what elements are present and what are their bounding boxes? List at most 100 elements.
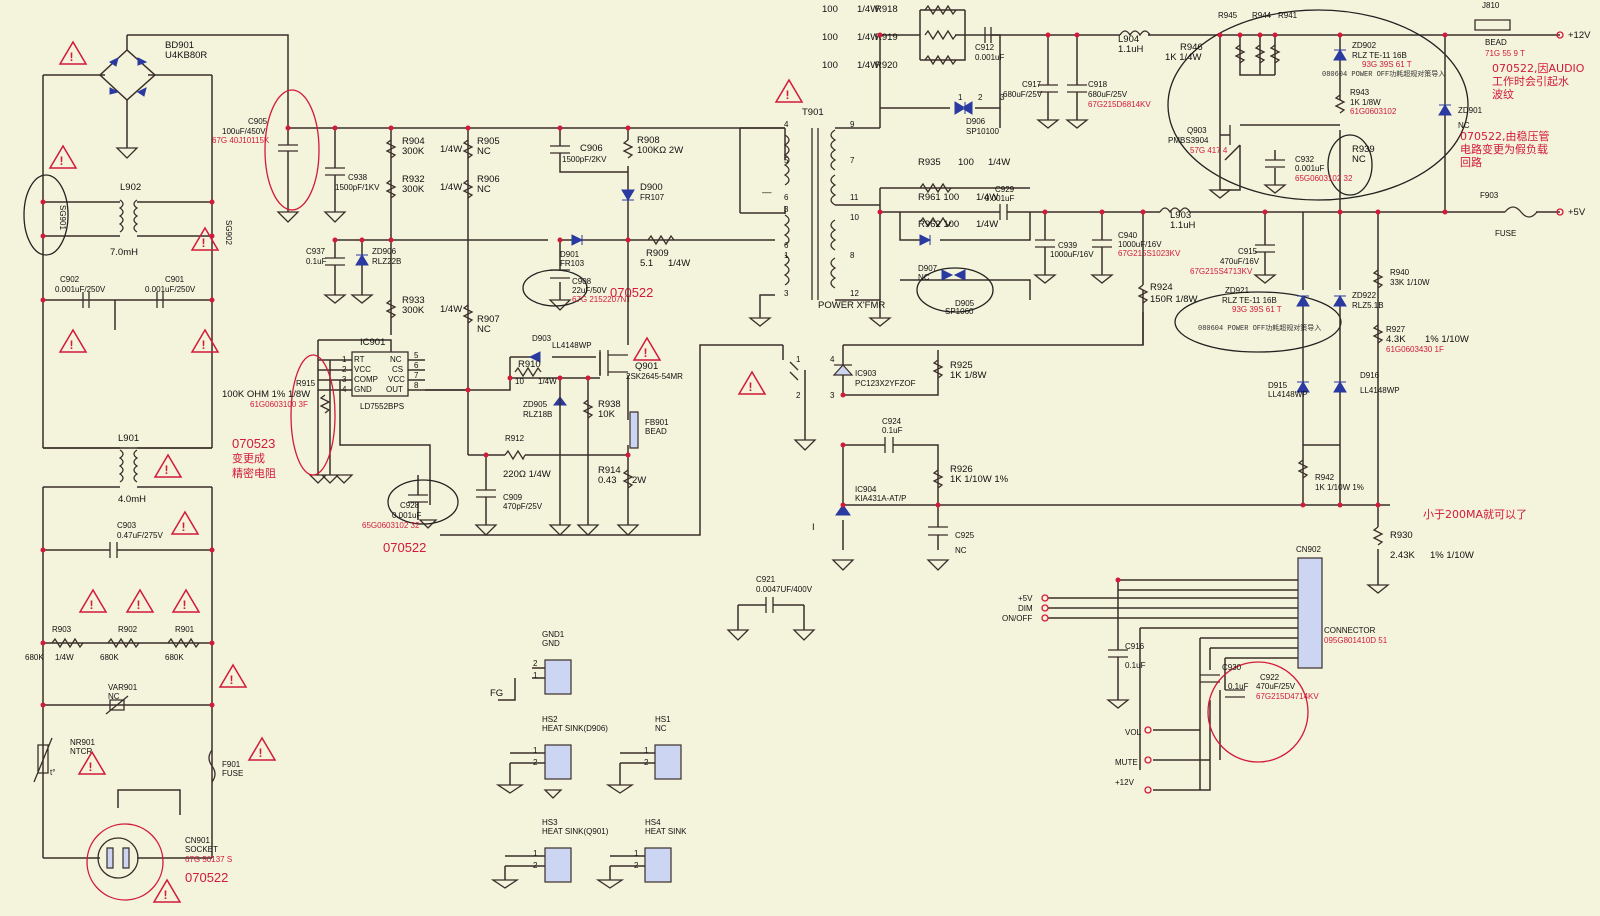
zd901-label: ZD901: [1458, 106, 1483, 115]
ic901-n3: 3: [342, 375, 347, 384]
ic901-pin-out: OUT: [386, 385, 403, 394]
connector-cn902: CN902 CONNECTOR 095G801410D 51 +5V DIM O…: [1002, 545, 1388, 794]
r924-label: R924: [1150, 282, 1173, 293]
c937-label: C937: [306, 247, 326, 256]
var901-value: NC: [108, 692, 120, 701]
hs2-pin1: 1: [533, 746, 538, 755]
ntc-symbol: t°: [50, 768, 55, 777]
gnd1-value: GND: [542, 639, 560, 648]
c915-value: 470uF/16V: [1220, 257, 1260, 266]
d903-value: LL4148WP: [552, 341, 592, 350]
svg-text:!: !: [70, 50, 74, 64]
c905-label: C905: [248, 117, 268, 126]
c922-part: 67G215D4714KV: [1256, 692, 1319, 701]
c918-part: 67G215D6814KV: [1088, 100, 1151, 109]
r915-value: 100K OHM 1% 1/8W: [222, 389, 310, 400]
t901-pin11: 11: [850, 193, 859, 202]
c902-value: 0.001uF/250V: [55, 285, 106, 294]
zd902-value: RLZ TE-11 16B: [1352, 51, 1407, 60]
r920-power: 1/4W: [857, 60, 879, 71]
warning-icon: !: [153, 453, 183, 478]
svg-text:!: !: [259, 746, 263, 760]
svg-text:!: !: [89, 760, 93, 774]
cn901-value: SOCKET: [185, 845, 218, 854]
c932-label: C932: [1295, 155, 1315, 164]
warning-icon: !: [152, 878, 182, 903]
c905-revision-circle: [264, 89, 320, 211]
r925-value: 1K 1/8W: [950, 370, 986, 381]
sig-mute-label: MUTE: [1115, 758, 1138, 767]
mark-i: I: [812, 522, 815, 533]
r909-label: R909: [646, 248, 669, 259]
t901-pin10: 10: [850, 213, 859, 222]
warning-icon: !: [78, 588, 108, 613]
c929-value: 0.001uF: [985, 194, 1014, 203]
svg-text:!: !: [70, 338, 74, 352]
revision-note-070522-socket: 070522: [185, 870, 228, 885]
r907-label: R907: [477, 314, 500, 325]
dummy-load-note-line3: 回路: [1460, 156, 1482, 169]
r905-power: 1/4W: [440, 144, 462, 155]
r908-value: 100KΩ 2W: [637, 145, 683, 156]
feedback-section: 1 2 4 3 IC903 PC123X2YFZOF R925 1K 1/8W …: [782, 290, 1390, 571]
d916-value: LL4148WP: [1360, 386, 1400, 395]
c905-part: 67G 40J10115K: [212, 136, 270, 145]
c940-value: 1000uF/16V: [1118, 240, 1162, 249]
warning-icon: !: [190, 328, 220, 353]
heatsink-section: GND1 GND FG 2 1 HS2 HEAT SINK(D906) 1 2 …: [490, 630, 687, 889]
r942-value: 1K 1/10W 1%: [1315, 483, 1364, 492]
r943-part: 61G0603102: [1350, 107, 1397, 116]
r924-value: 150R 1/8W: [1150, 294, 1198, 305]
audio-note-line2: 工作时会引起水: [1492, 74, 1569, 88]
d915-value: LL4148WP: [1268, 390, 1308, 399]
f903-label: F903: [1480, 191, 1499, 200]
out-12v-label: +12V: [1568, 30, 1591, 41]
svg-text:!: !: [60, 154, 64, 168]
r939-label: R939: [1352, 144, 1375, 155]
r912-value: 220Ω 1/4W: [503, 469, 551, 480]
r909-power: 1/4W: [668, 258, 690, 269]
r918-value: 100: [822, 4, 838, 15]
t901-pin9: 9: [850, 120, 855, 129]
primary-section: C905 100uF/450V 67G 40J10115K C938 1500p…: [212, 89, 892, 641]
hs2-value: HEAT SINK(D906): [542, 724, 608, 733]
r939-circle: [1327, 134, 1373, 196]
ic901-n2: 2: [342, 365, 347, 374]
c922-revision-circle: [1207, 661, 1309, 763]
warning-icon: !: [58, 328, 88, 353]
ic901-value: LD7552BPS: [360, 402, 404, 411]
c916-value: 0.1uF: [1125, 661, 1146, 670]
revision-note-change: 变更成: [232, 451, 265, 465]
ic901-n4: 4: [342, 385, 347, 394]
r903-label: R903: [52, 625, 72, 634]
hs2-pin2: 2: [533, 758, 538, 767]
r962-label: R962 100: [918, 219, 959, 230]
r920-label: R920: [875, 60, 898, 71]
c937-value: 0.1uF: [306, 257, 327, 266]
d900-label: D900: [640, 182, 663, 193]
warning-icon: !: [77, 750, 107, 775]
l904-label: L904: [1118, 34, 1139, 45]
junction-dots: [40, 32, 1448, 708]
zd922-label: ZD922: [1352, 291, 1377, 300]
t901-pin6b: 6: [784, 241, 789, 250]
ic901-n8: 8: [414, 381, 419, 390]
r943-value: 1K 1/8W: [1350, 98, 1381, 107]
c912-label: C912: [975, 43, 995, 52]
zd905-value: RLZ18B: [523, 410, 552, 419]
r905-label: R905: [477, 136, 500, 147]
c928-value: 0.001uF: [392, 511, 421, 520]
zd921-part: 93G 39S 61 T: [1232, 305, 1282, 314]
r927-label: R927: [1386, 325, 1406, 334]
r944-label: R944: [1252, 11, 1272, 20]
c925-label: C925: [955, 531, 975, 540]
r901-label: R901: [175, 625, 195, 634]
fg-label: FG: [490, 688, 503, 699]
r906-value: NC: [477, 184, 491, 195]
r909-value: 5.1: [640, 258, 653, 269]
r932-label: R932: [402, 174, 425, 185]
hs1-pin2: 2: [644, 758, 649, 767]
j810-part: 71G 55 9 T: [1485, 49, 1525, 58]
f901-label: F901: [222, 760, 241, 769]
c905-value: 100uF/450V: [222, 127, 266, 136]
